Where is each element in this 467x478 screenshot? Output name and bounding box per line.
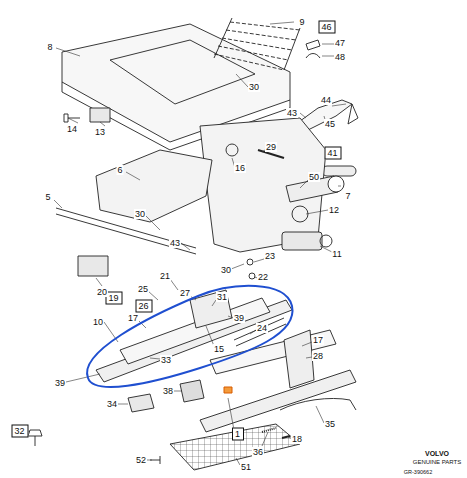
callout-number: 43 <box>169 238 181 248</box>
callout-number: 38 <box>162 386 174 396</box>
callout-number: 16 <box>234 163 246 173</box>
callout-number: 18 <box>291 434 303 444</box>
callout-box: 46 <box>319 21 336 34</box>
callout-number: 32 <box>15 426 26 437</box>
callout-box: 32 <box>12 425 29 438</box>
callout-number: 28 <box>312 351 324 361</box>
callout-number: 17 <box>312 335 324 345</box>
callout-number: 5 <box>44 192 51 202</box>
callout-number: 46 <box>322 22 333 33</box>
clip-32 <box>28 430 42 446</box>
callout-number: 36 <box>252 447 264 457</box>
callout-number: 8 <box>46 42 53 52</box>
gear <box>320 235 332 247</box>
callout-number: 15 <box>213 344 225 354</box>
callout-number: 21 <box>159 271 171 281</box>
callout-number: 20 <box>96 287 108 297</box>
cylinder-41 <box>322 166 356 176</box>
callout-number: 11 <box>331 249 342 259</box>
callout-number: 23 <box>264 251 276 261</box>
callout-number: 31 <box>216 292 228 302</box>
motor-13 <box>90 108 110 122</box>
callout-number: 33 <box>160 355 172 365</box>
pivot <box>226 144 238 156</box>
screw-14 <box>64 114 80 122</box>
highlight-ring <box>87 286 292 387</box>
callout-number: 34 <box>106 399 118 409</box>
brand-text: GENUINE PARTS <box>412 458 462 466</box>
block-38 <box>180 380 204 402</box>
motor-11 <box>282 232 322 250</box>
frame-opening <box>110 40 255 104</box>
callout-number: 30 <box>248 82 260 92</box>
rail-1 <box>200 370 356 432</box>
bar-5 <box>56 208 196 254</box>
pivot <box>292 206 308 222</box>
nut <box>249 273 255 279</box>
wire-35 <box>280 398 356 410</box>
callout-number: 1 <box>235 429 241 440</box>
callout-box: 26 <box>136 300 153 313</box>
connector-36 <box>262 428 276 432</box>
handle-end <box>348 104 358 124</box>
callout-number: 9 <box>298 17 305 27</box>
callout-number: 22 <box>257 272 269 282</box>
callout-number: 30 <box>134 209 146 219</box>
leader-lines <box>26 22 346 465</box>
callout-number: 29 <box>265 142 277 152</box>
callout-number: 25 <box>137 284 149 294</box>
callout-number: 14 <box>66 124 78 134</box>
callout-number: 17 <box>127 313 139 323</box>
side-plate <box>96 150 212 222</box>
callout-number: 41 <box>328 148 339 159</box>
rail-outer <box>210 330 336 374</box>
callout-number: 48 <box>334 52 346 62</box>
brand-text: GR-390662 <box>403 468 433 476</box>
callout-number: 26 <box>139 301 150 312</box>
clip-part <box>306 40 320 50</box>
callout-number: 6 <box>116 165 123 175</box>
callout-number: 19 <box>109 293 120 304</box>
brand-text: VOLVO <box>424 450 450 458</box>
callout-box: 41 <box>325 147 342 160</box>
callout-number: 44 <box>320 95 332 105</box>
callout-number: 43 <box>286 108 298 118</box>
block-34 <box>128 394 154 412</box>
nut <box>247 259 253 265</box>
callout-number: 39 <box>233 313 245 323</box>
highlight-mark <box>224 387 232 393</box>
callout-box: 19 <box>106 292 123 305</box>
spring-ends <box>214 18 300 70</box>
callout-number: 52 <box>135 455 147 465</box>
motor-20 <box>78 256 108 276</box>
callout-number: 45 <box>324 119 336 129</box>
callout-number: 50 <box>308 172 320 182</box>
tube-end <box>328 176 344 192</box>
callout-number: 47 <box>334 38 346 48</box>
callout-number: 39 <box>54 378 66 388</box>
callout-number: 24 <box>256 323 268 333</box>
callout-number: 30 <box>220 265 232 275</box>
callout-number: 7 <box>344 191 351 201</box>
callout-number: 10 <box>92 317 104 327</box>
callout-box: 1 <box>232 428 244 441</box>
hook-part <box>306 54 320 59</box>
callout-number: 12 <box>328 205 340 215</box>
plate-51 <box>170 424 300 470</box>
callout-number: 13 <box>94 127 106 137</box>
callout-number: 27 <box>179 288 191 298</box>
callout-number: 35 <box>324 419 336 429</box>
callout-number: 51 <box>240 462 252 472</box>
bracket-28 <box>284 330 314 388</box>
